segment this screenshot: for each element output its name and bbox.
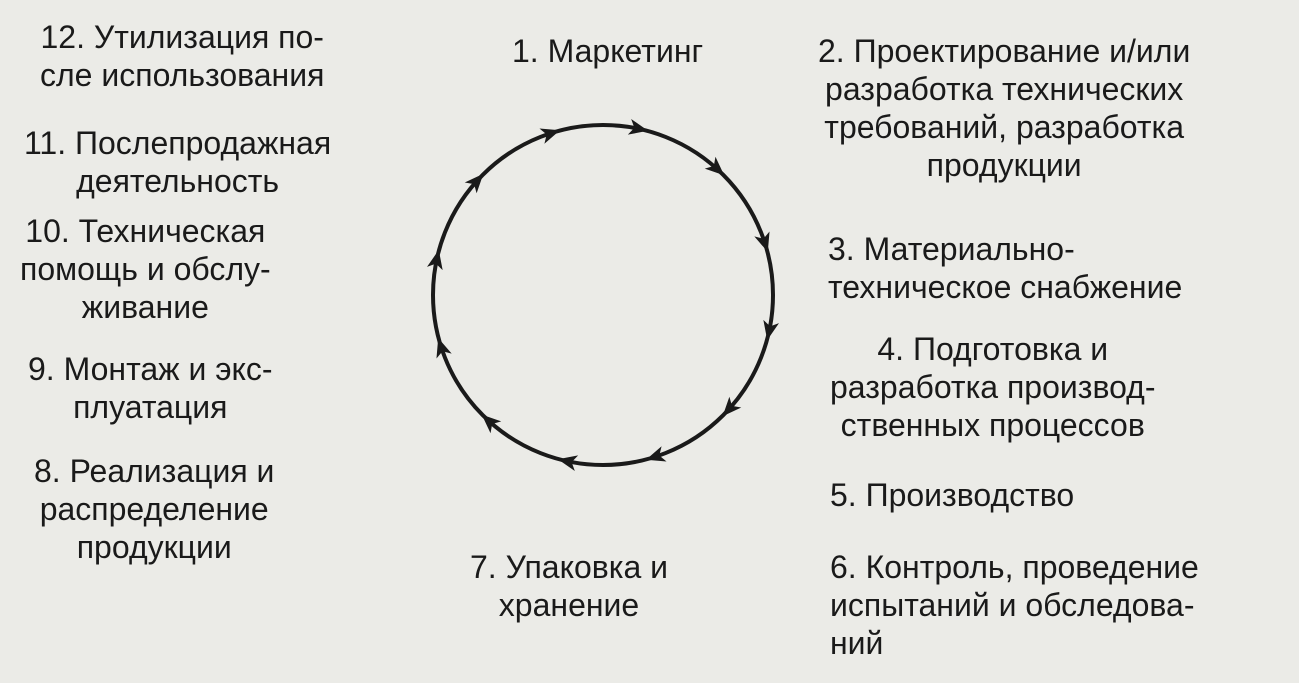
cycle-circle xyxy=(431,123,775,467)
stage-3-label: 3. Материально- техническое снабжение xyxy=(828,231,1183,305)
stage-12-label: 12. Утилизация по- сле использования xyxy=(40,19,325,93)
cycle-arrow-10 xyxy=(436,337,452,359)
cycle-arrow-3 xyxy=(704,156,725,176)
stage-11-label: 11. Послепродажная деятельность xyxy=(24,125,332,199)
cycle-arrow-12 xyxy=(464,173,484,194)
stage-10-label: 10. Техническая помощь и обслу- живание xyxy=(20,213,271,325)
cycle-arrow-1 xyxy=(539,128,561,144)
stage-7-label: 7. Упаковка и хранение xyxy=(470,549,669,623)
cycle-arrow-4 xyxy=(754,231,770,253)
stage-6-label: 6. Контроль, проведение испытаний и обсл… xyxy=(830,549,1199,661)
stage-8-label: 8. Реализация и распределение продукции xyxy=(34,453,275,565)
stage-2-label: 2. Проектирование и/или разработка техни… xyxy=(818,33,1191,183)
cycle-arrow-7 xyxy=(645,446,667,462)
stage-4-label: 4. Подготовка и разработка производ- ств… xyxy=(830,331,1156,443)
cycle-arrow-8 xyxy=(557,455,579,471)
cycle-arrow-6 xyxy=(722,396,742,417)
cycle-arrow-11 xyxy=(427,249,443,271)
cycle-arrow-9 xyxy=(481,414,502,434)
cycle-arrow-2 xyxy=(627,119,649,135)
stage-9-label: 9. Монтаж и экс- плуатация xyxy=(28,351,273,425)
cycle-arrow-5 xyxy=(763,319,779,341)
stage-5-label: 5. Производство xyxy=(830,477,1075,513)
stage-1-label: 1. Маркетинг xyxy=(512,33,704,69)
